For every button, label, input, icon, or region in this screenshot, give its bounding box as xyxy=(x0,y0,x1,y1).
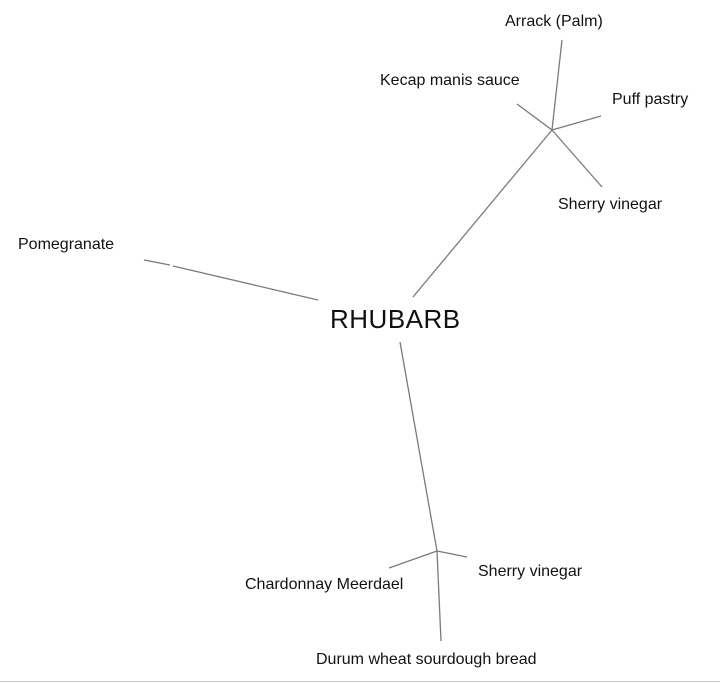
edge-hub-top-to-kecap xyxy=(516,103,553,131)
edge-center-to-pomegranate-tail xyxy=(143,259,171,266)
edge-hub-bottom-to-durum xyxy=(436,550,442,642)
edge-hub-top-to-puff xyxy=(551,115,602,131)
edge-hub-top-to-sherry xyxy=(551,129,603,188)
edge-center-to-hub-top xyxy=(412,129,553,298)
leaf-sherry-vinegar-bottom: Sherry vinegar xyxy=(478,563,583,580)
edge-center-to-pomegranate xyxy=(172,265,319,301)
leaf-durum-wheat-sourdough-bread: Durum wheat sourdough bread xyxy=(316,651,537,668)
leaf-arrack-palm: Arrack (Palm) xyxy=(505,13,603,30)
edge-hub-top-to-arrack xyxy=(551,39,563,131)
leaf-pomegranate: Pomegranate xyxy=(18,236,115,253)
leaf-kecap-manis-sauce: Kecap manis sauce xyxy=(380,72,520,89)
edge-hub-bottom-to-sherry xyxy=(436,550,468,558)
edge-hub-bottom-to-chardonnay xyxy=(388,550,438,569)
center-node-label: RHUBARB xyxy=(330,304,461,334)
edge-center-to-hub-bottom xyxy=(399,341,438,552)
bottom-divider xyxy=(0,681,720,682)
leaf-puff-pastry: Puff pastry xyxy=(612,91,689,108)
leaf-sherry-vinegar-top: Sherry vinegar xyxy=(558,196,663,213)
leaf-chardonnay-meerdael: Chardonnay Meerdael xyxy=(245,576,404,593)
